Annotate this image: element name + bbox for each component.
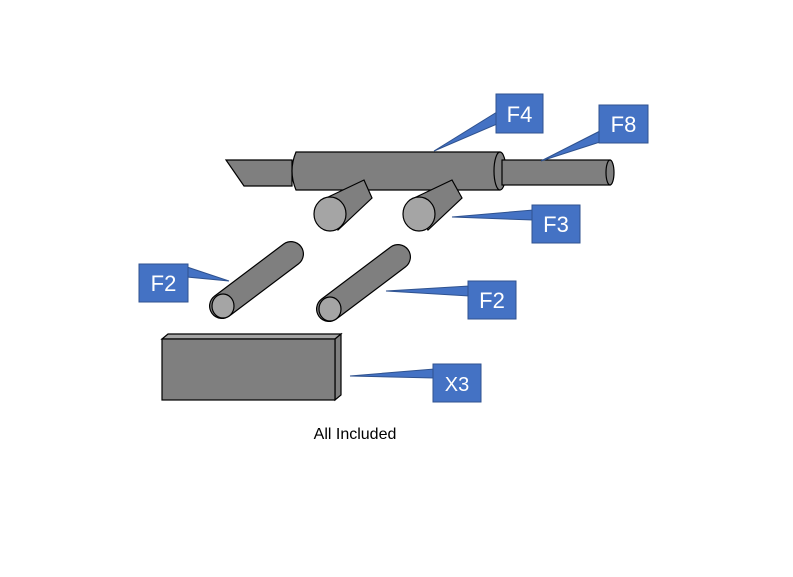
short-cylinder-left — [313, 179, 373, 232]
diagonal-rod-right — [316, 244, 411, 322]
callout-f2-right: F2 — [385, 280, 517, 320]
shaft-left-end — [224, 159, 293, 187]
callout-f8-label: F8 — [611, 112, 637, 137]
callout-x3-label: X3 — [445, 374, 469, 396]
main-cylinder — [291, 151, 505, 191]
callout-x3: X3 — [349, 363, 482, 403]
callout-f2-right-label: F2 — [479, 288, 505, 313]
callout-f3-label: F3 — [543, 212, 569, 237]
callout-f2-left: F2 — [138, 263, 230, 303]
base-box — [160, 332, 343, 402]
callout-f3: F3 — [451, 204, 581, 244]
caption: All Included — [313, 426, 397, 443]
diagonal-rod-left — [209, 241, 304, 319]
callout-f2-left-label: F2 — [151, 271, 177, 296]
right-shaft-end — [605, 159, 615, 186]
right-shaft — [501, 159, 611, 186]
callout-f4: F4 — [433, 93, 544, 152]
callout-f4-label: F4 — [507, 102, 533, 127]
callout-f8: F8 — [540, 104, 649, 162]
short-cylinder-right — [402, 179, 463, 232]
